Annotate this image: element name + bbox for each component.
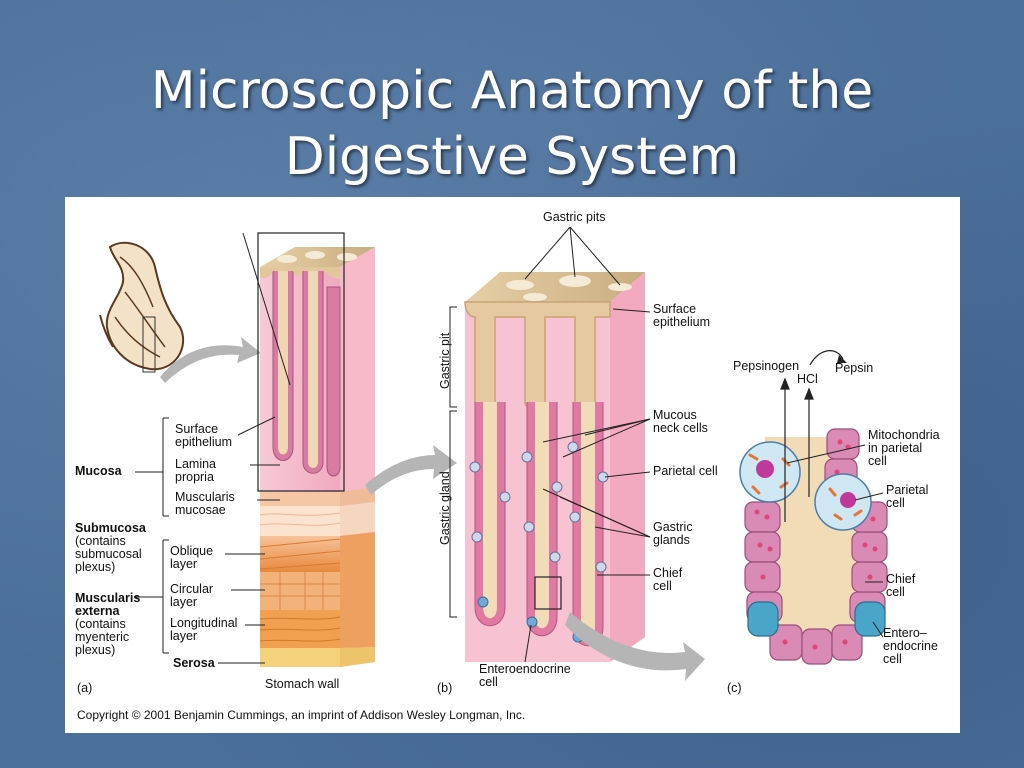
label-externa-note-line2: myenteric bbox=[75, 630, 130, 644]
panel-b-tag: (b) bbox=[437, 681, 453, 695]
label-muscularis-mucosae-line1: Muscularis bbox=[175, 490, 235, 504]
label-pepsin: Pepsin bbox=[835, 361, 874, 375]
zoom-arrow-a bbox=[160, 337, 261, 383]
panel-c-tag: (c) bbox=[727, 681, 742, 695]
label-longitudinal-line1: Longitudinal bbox=[170, 616, 238, 630]
label-entero-c-line2: endocrine bbox=[883, 639, 938, 653]
label-parietal-c-line1: Parietal bbox=[886, 483, 929, 497]
label-lamina-propria-line2: propria bbox=[175, 470, 214, 484]
label-oblique-line2: layer bbox=[170, 557, 198, 571]
copyright-notice: Copyright © 2001 Benjamin Cummings, an i… bbox=[77, 708, 526, 722]
label-oblique-line1: Oblique bbox=[170, 544, 214, 558]
label-circular-line2: layer bbox=[170, 595, 198, 609]
label-parietal-cell-b: Parietal cell bbox=[653, 464, 718, 478]
label-submucosa-note-line3: plexus) bbox=[75, 560, 116, 574]
label-gastric-gland-vertical: Gastric gland bbox=[438, 471, 452, 545]
zoom-arrow-c bbox=[565, 612, 705, 681]
label-gastric-glands-line2: glands bbox=[653, 533, 690, 547]
leader-lines-c bbox=[786, 444, 884, 638]
label-mucous-neck-line1: Mucous bbox=[653, 408, 697, 422]
label-gastric-pits: Gastric pits bbox=[543, 210, 606, 224]
leader-lines-a bbox=[135, 232, 291, 664]
label-mitochondria-line1: Mitochondria bbox=[868, 428, 940, 442]
label-enteroendocrine-b-line2: cell bbox=[479, 675, 498, 689]
label-mitochondria-line2: in parietal bbox=[868, 441, 923, 455]
label-mitochondria-line3: cell bbox=[868, 454, 887, 468]
label-submucosa-note-line2: submucosal bbox=[75, 547, 142, 561]
label-pepsinogen: Pepsinogen bbox=[733, 359, 800, 373]
label-mucous-neck-line2: neck cells bbox=[653, 421, 708, 435]
gland-detail bbox=[739, 350, 888, 665]
label-lamina-propria-line1: Lamina bbox=[175, 457, 216, 471]
gastric-gland-block bbox=[464, 272, 645, 662]
label-muscularis-externa-line1: Muscularis bbox=[75, 591, 141, 605]
panel-a-caption: Stomach wall bbox=[265, 677, 340, 691]
panel-a-tag: (a) bbox=[77, 681, 93, 695]
label-parietal-c-line2: cell bbox=[886, 496, 905, 510]
label-enteroendocrine-b-line1: Enteroendocrine bbox=[479, 662, 571, 676]
label-submucosa-note-line1: (contains bbox=[75, 534, 126, 548]
slide-title-line-1: Microscopic Anatomy of the bbox=[150, 61, 874, 121]
label-chief-c-line2: cell bbox=[886, 585, 905, 599]
label-gastric-pit-vertical: Gastric pit bbox=[438, 332, 452, 389]
label-chief-b-line2: cell bbox=[653, 579, 672, 593]
stomach-wall-block bbox=[257, 232, 375, 667]
zoom-arrow-b bbox=[365, 445, 457, 495]
label-circular-line1: Circular bbox=[170, 582, 214, 596]
label-entero-c-line3: cell bbox=[883, 652, 902, 666]
label-longitudinal-line2: layer bbox=[170, 629, 198, 643]
label-externa-note-line3: plexus) bbox=[75, 643, 116, 657]
label-serosa: Serosa bbox=[173, 656, 215, 670]
label-surface-epithelium-b-line1: Surface bbox=[653, 302, 697, 316]
label-surface-epithelium-a-line1: Surface bbox=[175, 422, 219, 436]
label-muscularis-externa-line2: externa bbox=[75, 604, 120, 618]
stomach-illustration bbox=[99, 241, 185, 373]
label-gastric-glands-line1: Gastric bbox=[653, 520, 693, 534]
slide-title-line-2: Digestive System bbox=[284, 127, 740, 187]
label-hcl: HCl bbox=[797, 372, 818, 386]
label-entero-c-line1: Entero– bbox=[883, 626, 927, 640]
label-submucosa: Submucosa bbox=[75, 521, 146, 535]
label-muscularis-mucosae-line2: mucosae bbox=[175, 503, 226, 517]
label-chief-b-line1: Chief bbox=[653, 566, 683, 580]
slide-title: Microscopic Anatomy of the Digestive Sys… bbox=[0, 58, 1024, 190]
anatomy-figure: Surface epithelium Lamina propria Muscul… bbox=[65, 197, 960, 733]
figure-artwork bbox=[99, 226, 888, 681]
leader-lines-b bbox=[449, 226, 651, 663]
label-externa-note-line1: (contains bbox=[75, 617, 126, 631]
label-mucosa: Mucosa bbox=[75, 464, 122, 478]
label-chief-c-line1: Chief bbox=[886, 572, 916, 586]
label-surface-epithelium-a-line2: epithelium bbox=[175, 435, 232, 449]
label-surface-epithelium-b-line2: epithelium bbox=[653, 315, 710, 329]
